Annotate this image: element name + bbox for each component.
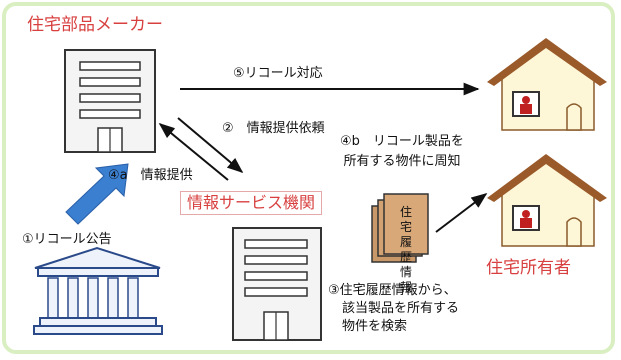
owner-title: 住宅所有者 (486, 258, 571, 278)
step3-line3: 物件を検索 (342, 319, 408, 334)
document-stack-icon (371, 193, 429, 263)
info-request-arrow (177, 117, 244, 174)
manufacturer-building-icon (64, 49, 156, 153)
records-label-line3: 情報 (399, 265, 412, 294)
step4b-label: ④b リコール製品を 所有する物件に周知 (340, 134, 464, 170)
step3-label: ③住宅履歴情報から、 該当製品を所有する 物件を検索 (328, 283, 459, 335)
step3-line2: 該当製品を所有する (342, 301, 460, 316)
house-icon (487, 38, 607, 131)
housing-records-label: 住宅 履歴 情報 (396, 205, 416, 295)
step3-line1: ③住宅履歴情報から、 (328, 283, 457, 298)
government-building-icon (33, 246, 163, 335)
step4b-line2: 所有する物件に周知 (343, 154, 461, 169)
person-icon (522, 210, 530, 218)
step1-label: ①リコール公告 (22, 232, 112, 247)
info-provision-arrow-icon (65, 163, 129, 225)
info-service-building-icon (232, 227, 322, 341)
info-service-org-label: 情報サービス機関 (180, 191, 323, 215)
notify-owners-arrow (435, 193, 488, 233)
house-icon (487, 154, 607, 247)
records-label-line1: 住宅 (399, 205, 412, 234)
step4b-line1: ④b リコール製品を (340, 134, 464, 149)
step5-label: ⑤リコール対応 (233, 66, 323, 81)
person-icon (522, 96, 530, 104)
info-reply-arrow (158, 122, 229, 181)
records-label-line2: 履歴 (399, 235, 412, 264)
step4a-label: ④a 情報提供 (108, 168, 193, 183)
manufacturer-title: 住宅部品メーカー (27, 15, 163, 35)
step2-label: ② 情報提供依頼 (222, 121, 325, 136)
